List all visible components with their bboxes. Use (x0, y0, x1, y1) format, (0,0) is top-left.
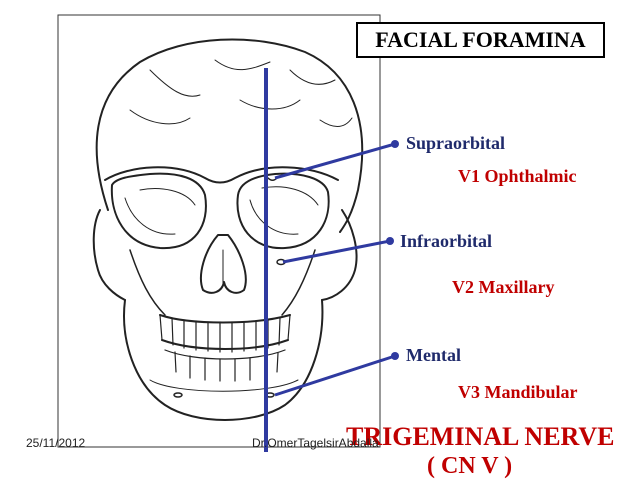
branch-v3: V3 Mandibular (458, 382, 578, 402)
label-mental: Mental (406, 345, 461, 365)
footer-date: 25/11/2012 (26, 436, 86, 450)
pointer-dot-infraorbital (386, 237, 394, 245)
pointer-infraorbital (282, 239, 391, 264)
pointer-mental (274, 354, 396, 397)
label-infraorbital: Infraorbital (400, 231, 492, 251)
nerve-subtitle: ( CN V ) (427, 453, 513, 479)
illustration-frame (57, 14, 381, 448)
pointer-dot-supraorbital (391, 140, 399, 148)
label-supraorbital: Supraorbital (406, 133, 506, 153)
branch-v1: V1 Ophthalmic (458, 166, 577, 186)
branch-v2: V2 Maxillary (452, 277, 555, 297)
nerve-title: TRIGEMINAL NERVE (346, 422, 615, 451)
pointer-supraorbital (274, 142, 396, 180)
slide-title: FACIAL FORAMINA (356, 22, 605, 58)
pointer-dot-mental (391, 352, 399, 360)
footer-author: Dr.OmerTagelsirAbdalla (252, 436, 379, 450)
